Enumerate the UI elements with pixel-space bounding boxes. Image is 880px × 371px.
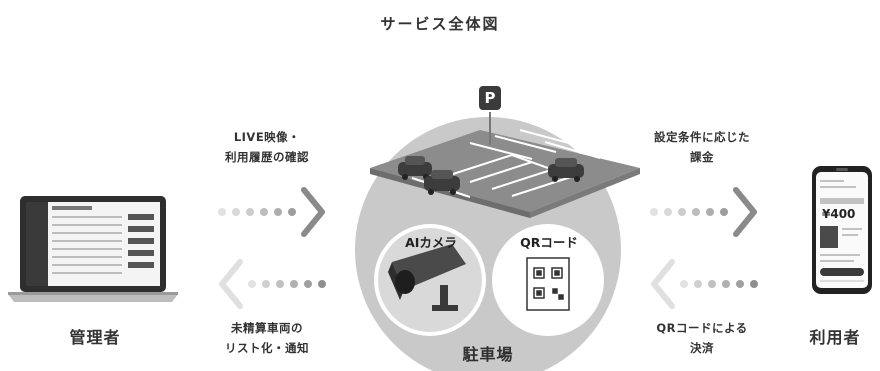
laptop-icon [8,196,178,302]
car-icon [398,156,432,180]
caption-qr-payment: QRコードによる 決済 [656,321,748,355]
camera-icon [388,244,466,311]
car-icon [548,158,584,182]
role-user-label: 利用者 [809,328,861,347]
ai-camera-label: AIカメラ [405,235,457,250]
caption-live-video: LIVE映像・ 利用履歴の確認 [225,130,309,164]
smartphone-icon [812,166,872,294]
role-admin-label: 管理者 [69,328,121,347]
arrow-left-icon [651,259,758,309]
qr-code-badge [492,224,604,336]
parking-lot [370,112,640,218]
arrow-right-icon [218,187,325,237]
arrow-left-icon [219,259,326,309]
caption-unpaid-list: 未精算車両の リスト化・通知 [225,321,309,355]
parking-lot-label: 駐車場 [462,345,514,364]
parking-sign-icon: P [479,86,501,110]
car-icon [424,170,460,195]
diagram-title: サービス全体図 [380,15,500,33]
caption-charging: 設定条件に応じた 課金 [654,130,750,164]
qr-code-label: QRコード [520,235,578,250]
qr-code-icon [526,257,570,311]
phone-price: ¥400 [822,207,856,221]
arrow-right-icon [650,187,757,237]
